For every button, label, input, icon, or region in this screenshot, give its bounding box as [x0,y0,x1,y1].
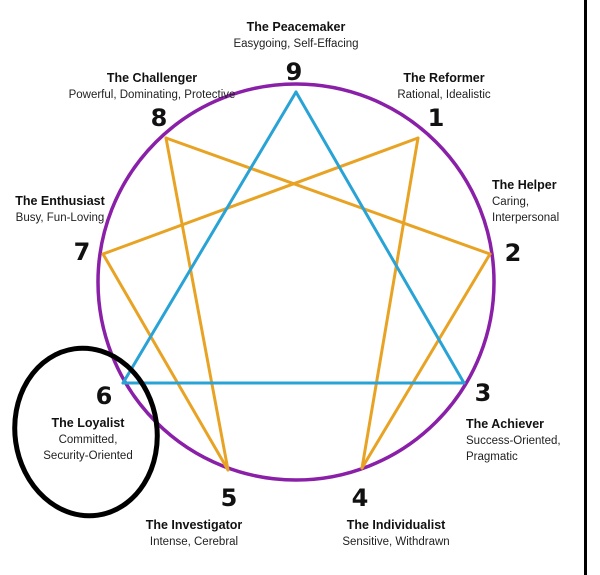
point-5-title: The Investigator [146,518,243,532]
point-8-number: 8 [151,104,168,132]
hexad-lines [101,136,492,472]
point-2-description: Caring, [492,196,529,208]
point-9-title: The Peacemaker [247,20,346,34]
point-7-title: The Enthusiast [15,194,105,208]
point-7-description: Busy, Fun-Loving [16,212,105,224]
point-5-description: Intense, Cerebral [150,536,238,548]
point-8-title: The Challenger [107,71,197,85]
point-1-number: 1 [428,104,445,132]
hexad-line-5-7 [101,252,230,472]
hexad-line-8-5 [164,136,230,472]
point-8-description: Powerful, Dominating, Protective [69,89,236,101]
triangle-line-9-3 [294,90,466,385]
point-2-number: 2 [505,239,522,267]
point-3-number: 3 [475,379,492,407]
point-2-title: The Helper [492,178,557,192]
point-3-description: Success-Oriented, [466,435,561,447]
point-6-description: Security-Oriented [43,450,132,462]
point-4-description: Sensitive, Withdrawn [342,536,449,548]
hexad-line-1-4 [360,136,420,470]
point-6-number: 6 [96,382,113,410]
point-3-description: Pragmatic [466,451,518,463]
point-7-number: 7 [74,238,91,266]
hexad-line-4-2 [360,252,492,470]
point-4-number: 4 [352,484,369,512]
hexad-line-2-8 [164,136,492,256]
point-9-description: Easygoing, Self-Effacing [233,38,358,50]
point-9-number: 9 [286,58,303,86]
point-5-number: 5 [221,484,238,512]
point-4-title: The Individualist [347,518,446,532]
right-edge-border [584,0,587,575]
hexad-line-7-1 [101,136,420,256]
point-3-title: The Achiever [466,417,544,431]
handdrawn-highlight-circle [12,345,160,519]
point-1-title: The Reformer [403,71,484,85]
enneagram-circle [96,82,496,482]
triangle-line-6-9 [121,90,298,385]
point-6-title: The Loyalist [52,416,126,430]
triangle-lines [121,90,466,385]
point-6-description: Committed, [59,434,118,446]
point-2-description: Interpersonal [492,212,559,224]
point-1-description: Rational, Idealistic [397,89,491,101]
